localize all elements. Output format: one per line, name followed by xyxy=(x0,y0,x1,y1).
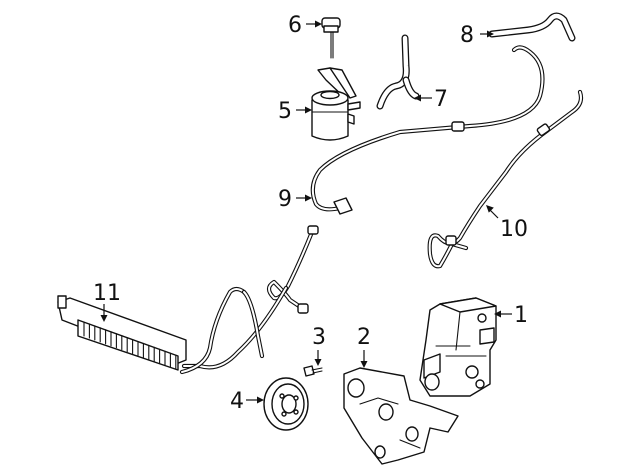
part-3-bolt xyxy=(303,365,323,377)
callout-5: 5 xyxy=(278,99,292,124)
part-7-return-hose xyxy=(376,34,420,110)
part-2-bracket xyxy=(343,367,459,465)
cooler-fins xyxy=(83,321,177,370)
callout-7: 7 xyxy=(434,87,448,112)
callout-8: 8 xyxy=(460,23,474,48)
callout-1: 1 xyxy=(514,303,528,328)
callout-2: 2 xyxy=(357,325,371,350)
part-8-hose xyxy=(488,12,576,42)
part-1-pump xyxy=(419,297,497,397)
callout-9: 9 xyxy=(278,187,292,212)
callout-10: 10 xyxy=(500,217,528,242)
callout-4: 4 xyxy=(230,389,244,414)
part-9-pressure-line xyxy=(310,45,545,215)
part-5-reservoir xyxy=(311,67,361,141)
callout-11: 11 xyxy=(93,281,121,306)
part-11-cooler xyxy=(57,295,187,371)
part-6-cap-dipstick xyxy=(321,17,341,59)
callout-3: 3 xyxy=(312,325,326,350)
part-4-pulley xyxy=(263,377,309,431)
callout-6: 6 xyxy=(288,13,302,38)
part-11-cooler-lines xyxy=(179,225,319,375)
leader-lines xyxy=(100,20,512,404)
part-10-return-line xyxy=(427,89,584,269)
